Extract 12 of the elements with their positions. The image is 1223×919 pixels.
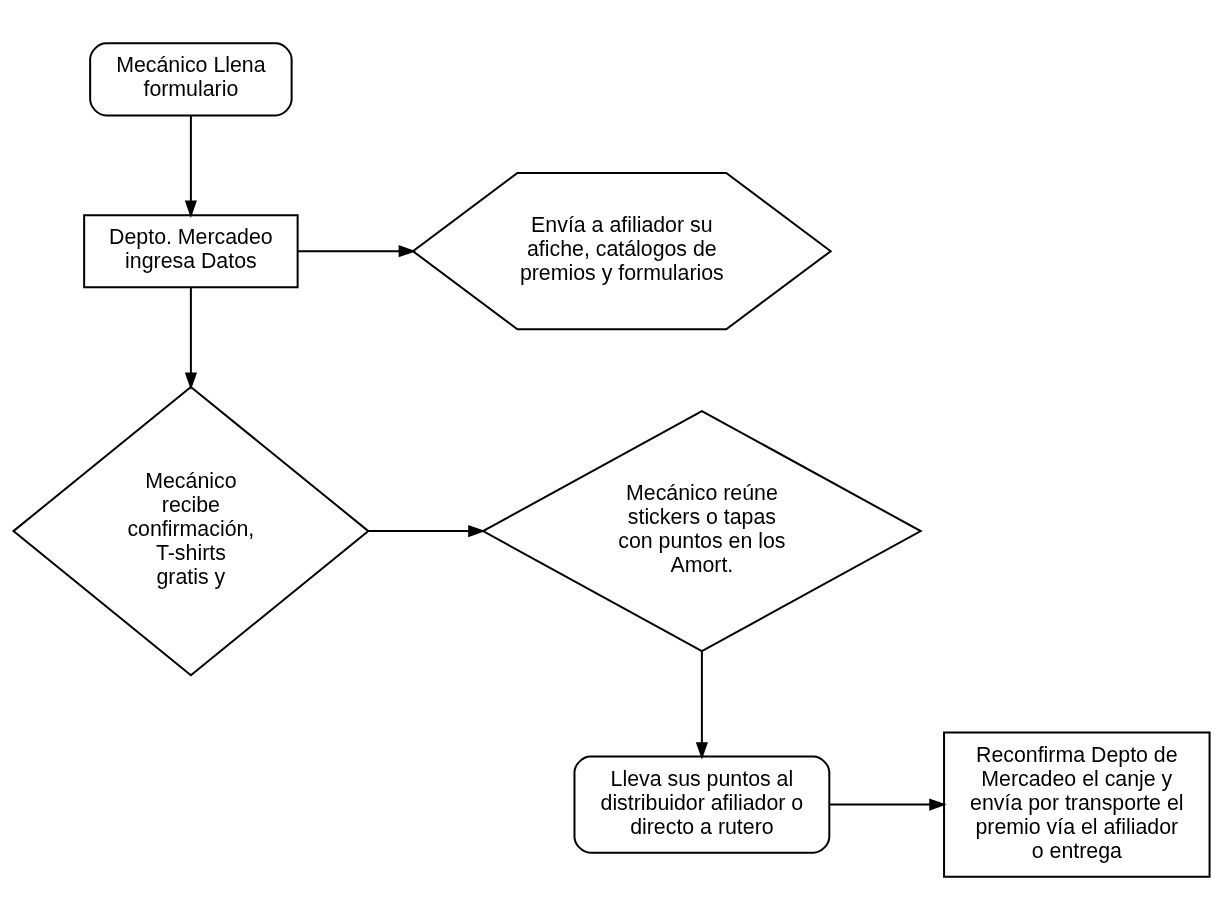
- arrow: [695, 649, 708, 760]
- node-box: Depto. Mercadeo ingresa Datos: [83, 213, 299, 288]
- node-diamond: Mecánico recibe confirmación, T-shirts gratis y: [11, 385, 370, 676]
- arrow: [184, 114, 197, 218]
- node-box: Mecánico Llena formulario: [89, 41, 293, 116]
- arrow: [296, 244, 416, 257]
- arrow: [828, 798, 947, 811]
- arrow: [367, 524, 486, 537]
- node-box: Lleva sus puntos al distribuidor afiliador o directo a rutero: [573, 755, 831, 854]
- node-diamond: Mecánico reúne stickers o tapas con puntos en los Amort.: [481, 409, 923, 652]
- arrow: [184, 286, 197, 390]
- node-box: Reconfirma Depto de Mercadeo el canje y envía por transporte el premio vía el afiliador o entrega: [943, 731, 1211, 878]
